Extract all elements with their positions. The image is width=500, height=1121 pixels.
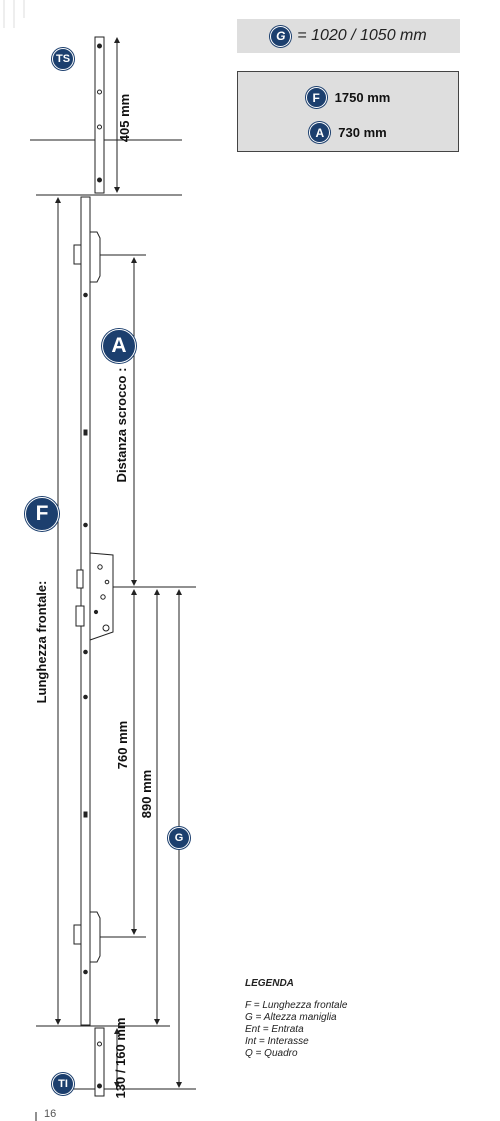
- ti-badge: TI: [52, 1073, 74, 1095]
- legend-title: LEGENDA: [245, 978, 294, 989]
- g-badge-diagram: G: [168, 827, 190, 849]
- summary-f-row: F 1750 mm: [238, 87, 458, 108]
- legend-item: Ent = Entrata: [245, 1024, 304, 1035]
- label-405: 405 mm: [117, 93, 132, 143]
- f-value: 1750 mm: [334, 90, 391, 105]
- label-frontal-length: Lunghezza frontale:: [34, 580, 49, 704]
- label-latch-distance: Distanza scrocco :: [114, 367, 129, 483]
- bottom-rod: [94, 1027, 105, 1097]
- a-value: 730 mm: [338, 125, 387, 140]
- ts-badge: TS: [52, 48, 74, 70]
- faceplate: [73, 196, 114, 1026]
- legend-item: Q = Quadro: [245, 1048, 298, 1059]
- f-badge-large: F: [25, 497, 59, 531]
- legend-list: F = Lunghezza frontale G = Altezza manig…: [245, 1000, 347, 1060]
- handle-height-header: G = 1020 / 1050 mm: [237, 19, 460, 53]
- label-130-160: 130 / 160 mm: [113, 1017, 128, 1099]
- legend-item: F = Lunghezza frontale: [245, 1000, 348, 1011]
- g-badge: G: [270, 25, 292, 47]
- summary-a-row: A 730 mm: [238, 122, 458, 143]
- label-760: 760 mm: [115, 720, 130, 770]
- g-value: = 1020 / 1050 mm: [297, 27, 427, 44]
- a-badge-small: A: [309, 122, 331, 143]
- summary-box: F 1750 mm A 730 mm: [237, 71, 459, 152]
- label-890: 890 mm: [139, 769, 154, 819]
- page-number: 16: [44, 1108, 57, 1120]
- a-badge-large: A: [102, 329, 136, 363]
- top-rod: [94, 36, 105, 194]
- f-badge-small: F: [305, 87, 327, 108]
- legend-item: G = Altezza maniglia: [245, 1012, 337, 1023]
- legend-item: Int = Interasse: [245, 1036, 309, 1047]
